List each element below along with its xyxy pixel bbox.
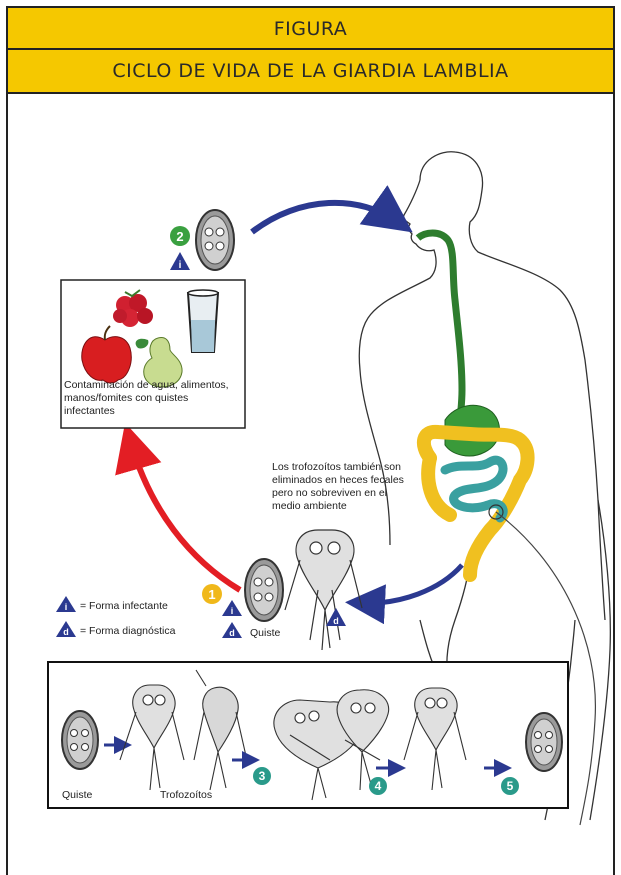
stage-4-number: 4 (375, 779, 382, 793)
arrow-ingestion (252, 203, 398, 232)
stage-5-number: 5 (507, 779, 514, 793)
trophozoite-main (285, 530, 362, 650)
legend-diagnostica-label: = Forma diagnóstica (80, 625, 176, 637)
inset-quiste-label: Quiste (62, 789, 93, 801)
inset-cyst-start (62, 711, 98, 769)
arrow-contamination (130, 440, 240, 590)
note-line-2: eliminados en heces fecales (272, 474, 404, 486)
contamination-text-3: infectantes (64, 405, 115, 417)
inset-cyst-end (526, 713, 562, 771)
contamination-text-1: Contaminación de agua, alimentos, (64, 379, 229, 391)
contamination-text-2: manos/fomites con quistes (64, 392, 188, 404)
inset-trofozoitos-label: Trofozoítos (160, 789, 212, 801)
infectante-symbol-top: i (179, 260, 182, 271)
legend-infectante-label: = Forma infectante (80, 600, 168, 612)
note-line-3: pero no sobreviven en el (272, 487, 387, 499)
note-line-4: medio ambiente (272, 500, 347, 512)
legend-infectante-symbol: i (65, 602, 68, 612)
note-line-1: Los trofozoítos también son (272, 461, 401, 473)
legend-diagnostica-symbol: d (63, 627, 69, 637)
arrow-excretion (360, 565, 462, 603)
cyst-ingested (196, 210, 234, 270)
stage-3-number: 3 (259, 769, 266, 783)
diagnostica-symbol-trophozoite: d (333, 616, 339, 626)
diagnostica-symbol-main: d (229, 628, 235, 638)
cyst-main (245, 559, 283, 621)
water-glass-icon (188, 290, 218, 352)
quiste-label-main: Quiste (250, 627, 281, 639)
stage-1-number: 1 (208, 587, 215, 602)
stage-2-number: 2 (176, 229, 183, 244)
infectante-symbol-main: i (231, 606, 234, 616)
